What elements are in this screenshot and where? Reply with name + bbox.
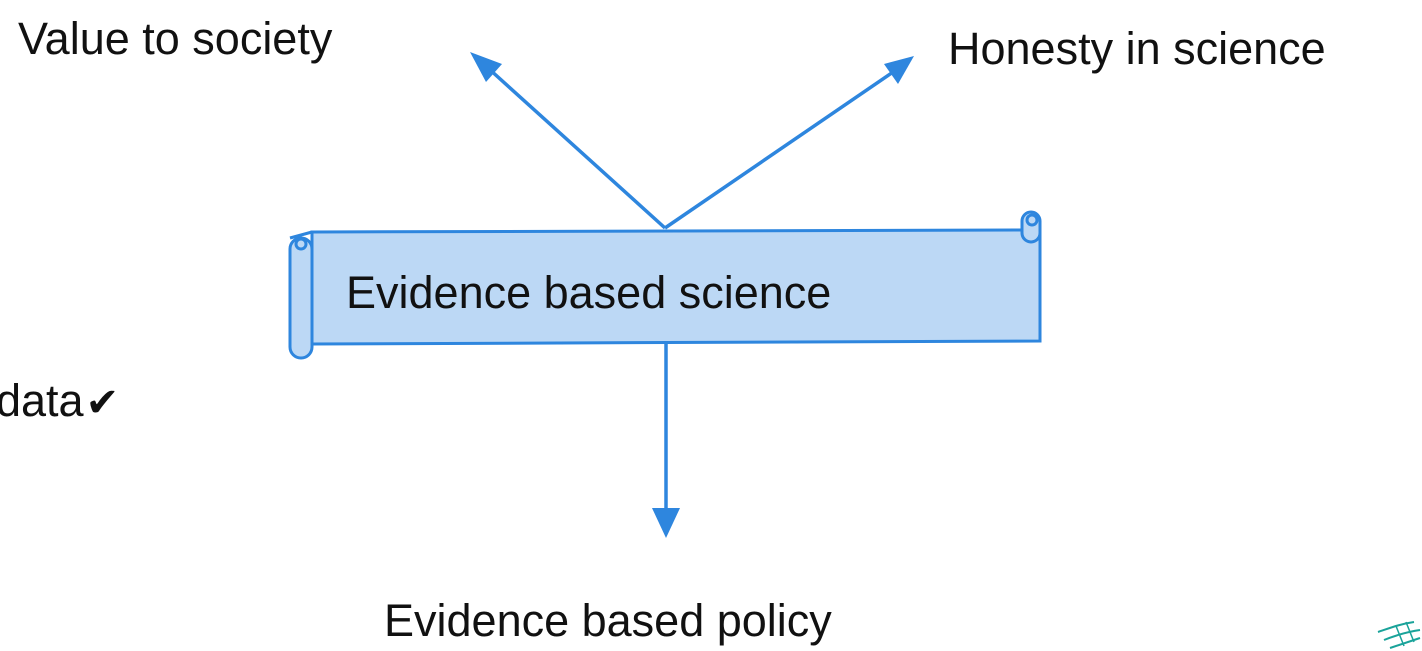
- label-evidence-based-policy: Evidence based policy: [384, 595, 832, 646]
- label-honesty-in-science: Honesty in science: [948, 23, 1326, 74]
- label-value-to-society: Value to society: [18, 13, 333, 64]
- side-fragment-label: data✔: [0, 378, 119, 423]
- arrow-to-evidence-based-policy: [652, 342, 680, 538]
- scroll-banner-icon: [288, 210, 1042, 360]
- arrow-to-honesty-in-science: [664, 56, 914, 230]
- logo-fragment-icon: [1377, 621, 1421, 649]
- arrow-to-value-to-society: [470, 52, 667, 230]
- side-fragment-text: data: [0, 375, 84, 426]
- checkmark-icon: ✔: [85, 381, 120, 425]
- banner-label: Evidence based science: [346, 267, 832, 318]
